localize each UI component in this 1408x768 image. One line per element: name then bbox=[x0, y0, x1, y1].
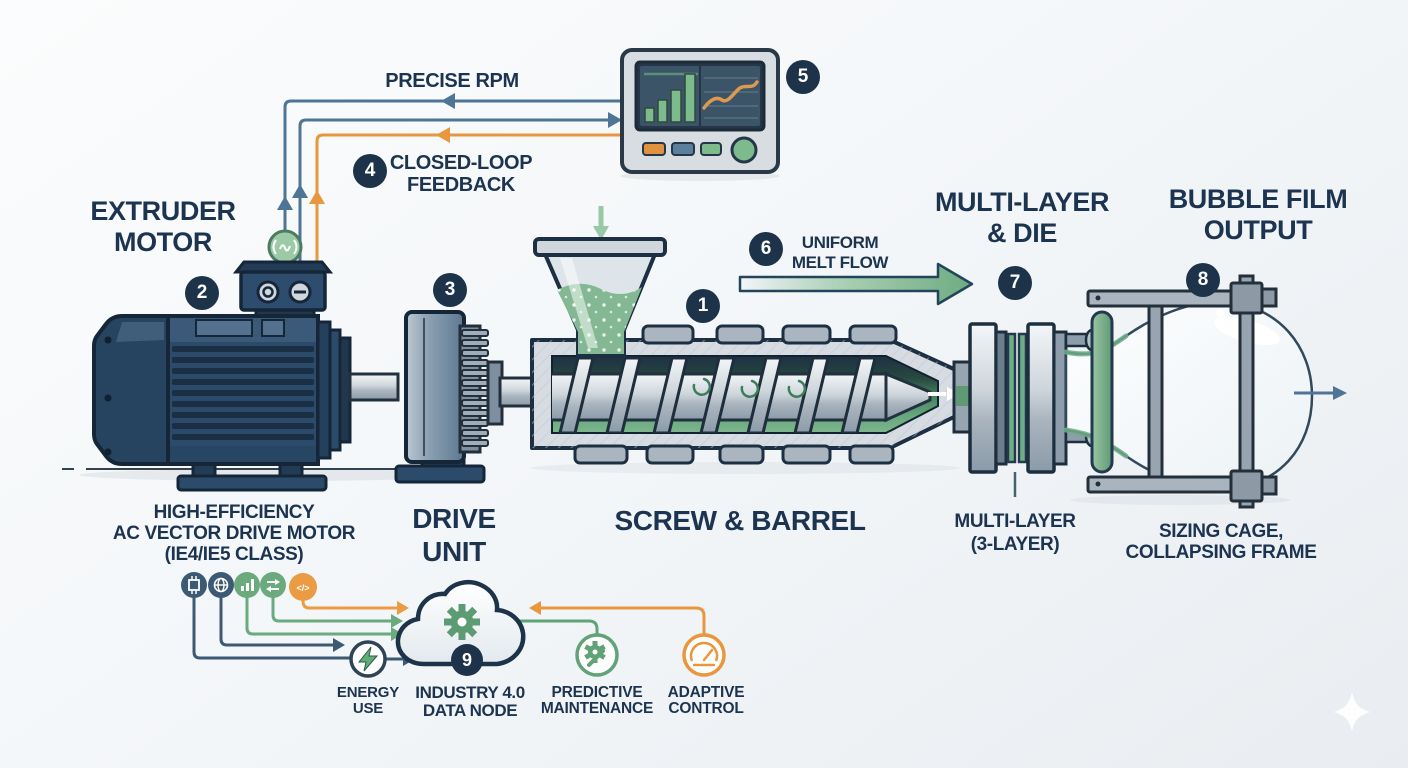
bar-chart-icon bbox=[234, 572, 260, 598]
label-line: OUTPUT bbox=[1203, 215, 1313, 245]
label-line: EXTRUDER bbox=[90, 196, 236, 226]
lightning-bolt-icon bbox=[349, 640, 387, 678]
label-line: USE bbox=[352, 700, 384, 717]
exchange-icon bbox=[260, 572, 286, 598]
energy-use-label: ENERGY USE bbox=[337, 685, 399, 717]
drive-unit-label: DRIVE UNIT bbox=[412, 502, 496, 568]
label-line: MOTOR bbox=[113, 227, 212, 257]
extruder-motor-label: EXTRUDER MOTOR bbox=[90, 196, 236, 258]
iot-section: </> bbox=[181, 572, 726, 678]
telemetry-lines bbox=[192, 596, 706, 661]
label-line: UNIT bbox=[422, 536, 486, 567]
label-line: ADAPTIVE bbox=[667, 684, 745, 701]
cage-caption: SIZING CAGE, COLLAPSING FRAME bbox=[1126, 521, 1317, 563]
feedback-lines bbox=[277, 93, 624, 264]
label-line: PREDICTIVE bbox=[551, 684, 643, 701]
label-line: CONTROL bbox=[668, 700, 744, 717]
barrel-illustration bbox=[530, 324, 960, 465]
output-arrow bbox=[1294, 386, 1347, 400]
label-line: DATA NODE bbox=[422, 701, 518, 720]
motor-illustration bbox=[92, 260, 400, 492]
cloud-icon bbox=[395, 580, 526, 667]
chip-icon bbox=[181, 572, 207, 598]
screw-barrel-label: SCREW & BARREL bbox=[614, 504, 865, 537]
data-node-label: INDUSTRY 4.0 DATA NODE bbox=[415, 684, 525, 720]
bubble-film-label: BUBBLE FILM OUTPUT bbox=[1169, 184, 1348, 246]
hmi-button-orange[interactable] bbox=[642, 142, 666, 156]
melt-flow-arrow bbox=[738, 262, 974, 306]
code-icon: </> bbox=[289, 573, 317, 601]
label-line: PRECISE RPM bbox=[385, 70, 519, 92]
gauge-icon bbox=[682, 633, 726, 677]
label-line: MULTI-LAYER bbox=[934, 187, 1110, 217]
label-line: DRIVE bbox=[412, 503, 496, 534]
label-line: INDUSTRY 4.0 bbox=[415, 683, 525, 702]
die-caption: MULTI-LAYER (3-LAYER) bbox=[954, 510, 1076, 556]
badge-hmi: 5 bbox=[786, 60, 820, 94]
label-line: & DIE bbox=[986, 218, 1057, 248]
predictive-label: PREDICTIVE MAINTENANCE bbox=[540, 684, 654, 717]
code-glyph: </> bbox=[296, 583, 309, 593]
badge-closed-loop: 4 bbox=[353, 154, 387, 188]
hopper-illustration bbox=[533, 206, 667, 358]
hmi-bar-chart-icon bbox=[644, 72, 698, 123]
sizing-cage-illustration bbox=[1086, 274, 1278, 509]
label-line: (3-LAYER) bbox=[970, 534, 1060, 555]
badge-die: 7 bbox=[998, 266, 1032, 300]
screw-illustration bbox=[552, 356, 932, 433]
label-line: CLOSED-LOOP bbox=[389, 152, 533, 174]
label-line: (IE4/IE5 CLASS) bbox=[164, 544, 304, 565]
badge-extruder-motor: 2 bbox=[185, 276, 219, 310]
label-line: BUBBLE FILM bbox=[1168, 184, 1348, 214]
hmi-panel bbox=[620, 48, 780, 181]
badge-data-node: 9 bbox=[451, 644, 483, 676]
label-line: FEEDBACK bbox=[407, 174, 515, 196]
adaptive-label: ADAPTIVE CONTROL bbox=[668, 685, 745, 717]
gear-icon bbox=[444, 604, 480, 640]
multi-layer-die-label: MULTI-LAYER & DIE bbox=[935, 187, 1109, 249]
precise-rpm-label: PRECISE RPM bbox=[385, 70, 519, 92]
gear-wrench-icon bbox=[575, 633, 619, 677]
label-line: ENERGY bbox=[336, 684, 400, 701]
label-line: HIGH-EFFICIENCY bbox=[153, 502, 315, 523]
badge-melt-flow: 6 bbox=[749, 232, 783, 266]
hmi-button-blue[interactable] bbox=[671, 142, 695, 156]
label-line: MULTI-LAYER bbox=[954, 511, 1076, 532]
rotary-encoder-icon bbox=[267, 229, 303, 265]
globe-icon bbox=[208, 572, 234, 598]
sparkle-icon bbox=[1334, 692, 1370, 731]
hmi-knob[interactable] bbox=[730, 136, 758, 164]
uniform-melt-label: UNIFORM MELT FLOW bbox=[791, 233, 889, 273]
label-line: COLLAPSING FRAME bbox=[1125, 542, 1317, 563]
label-line: AC VECTOR DRIVE MOTOR bbox=[112, 523, 356, 544]
badge-bubble: 8 bbox=[1186, 263, 1220, 297]
hmi-button-green[interactable] bbox=[700, 142, 722, 156]
closed-loop-label: CLOSED-LOOP FEEDBACK bbox=[389, 152, 533, 196]
motor-caption: HIGH-EFFICIENCY AC VECTOR DRIVE MOTOR (I… bbox=[112, 502, 356, 565]
label-line: SIZING CAGE, bbox=[1159, 521, 1283, 542]
label-line: UNIFORM bbox=[801, 233, 879, 252]
hmi-line-chart-icon bbox=[702, 77, 759, 119]
badge-drive-unit: 3 bbox=[433, 273, 467, 307]
label-line: MAINTENANCE bbox=[540, 700, 654, 717]
heater-bands bbox=[573, 324, 898, 465]
label-line: SCREW & BARREL bbox=[614, 505, 866, 536]
badge-screw-barrel: 1 bbox=[686, 289, 720, 323]
label-line: MELT FLOW bbox=[791, 253, 889, 272]
